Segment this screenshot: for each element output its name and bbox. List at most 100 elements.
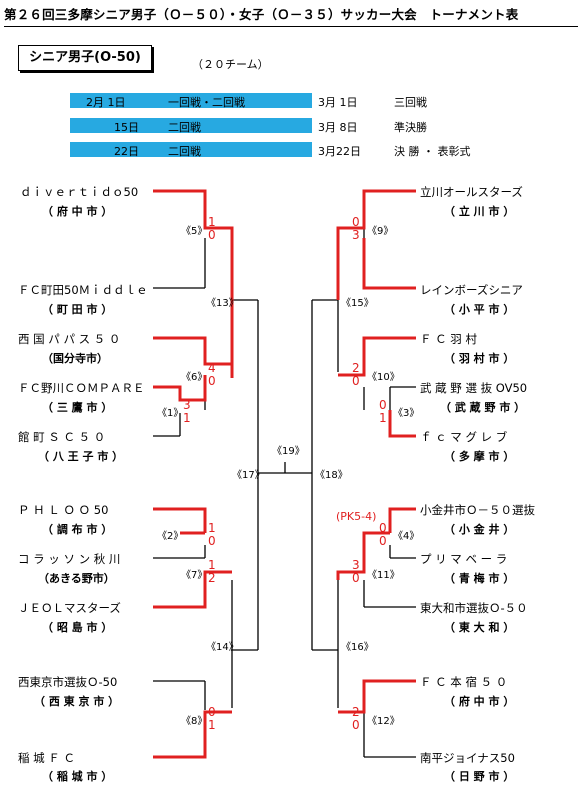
score: 1 <box>208 215 216 229</box>
game-number: 《4》 <box>393 531 420 542</box>
team-city: （ 立 川 市 ） <box>444 205 515 218</box>
game-number: 《17》 <box>232 470 265 481</box>
team-city: （ 町 田 市 ） <box>42 303 113 316</box>
schedule-date: 2月 1日 <box>86 96 126 109</box>
team-name: ＪＥＯＬマスターズ <box>18 601 121 615</box>
game-number: 《5》 <box>181 226 208 237</box>
team-city: （あきる野市） <box>38 572 115 585</box>
score: 0 <box>379 521 387 535</box>
score: 0 <box>379 534 387 548</box>
team-city: （ 稲 城 市 ） <box>42 770 113 783</box>
team-city: （ 昭 島 市 ） <box>42 621 113 634</box>
team-name: 小金井市Ｏ－５０選抜 <box>420 503 535 517</box>
team-city: （ 小 金 井 ） <box>444 523 515 536</box>
score: 0 <box>352 718 360 732</box>
game-number: 《14》 <box>206 642 239 653</box>
team-city: （ 青 梅 市 ） <box>444 572 515 585</box>
team-name: コ ラ ッ ソ ン 秋 川 <box>18 552 121 566</box>
game-number: 《7》 <box>181 570 208 581</box>
score: 1 <box>183 411 191 425</box>
game-number: 《16》 <box>341 642 374 653</box>
score: 1 <box>208 718 216 732</box>
team-name: プ リ マ ベ ー ラ <box>420 552 508 566</box>
team-name: ｆ ｃ マ グ レ ブ <box>420 430 508 444</box>
game-number: 《15》 <box>341 298 374 309</box>
schedule-round: 一回戦・二回戦 <box>168 96 245 109</box>
game-number: 《10》 <box>367 372 400 383</box>
game-number: 《9》 <box>367 226 394 237</box>
game-number: 《19》 <box>272 446 305 457</box>
team-city: （ 西 東 京 市 ） <box>34 695 120 708</box>
game-number: 《2》 <box>157 531 184 542</box>
score: 2 <box>352 361 360 375</box>
team-name: 武 蔵 野 選 抜 OV50 <box>420 381 528 395</box>
team-name: 立川オールスターズ <box>420 185 523 199</box>
score: 0 <box>352 215 360 229</box>
team-name: 西東京市選抜Ｏ-50 <box>18 675 118 689</box>
score: 1 <box>208 558 216 572</box>
schedule-row: 15日 二回戦 <box>70 118 312 134</box>
team-name: 南平ジョイナス50 <box>420 751 515 765</box>
team-city: （ 三 鷹 市 ） <box>42 401 113 414</box>
schedule-date-2: 3月 1日 <box>318 96 358 109</box>
score: 0 <box>208 228 216 242</box>
score: 0 <box>208 534 216 548</box>
team-city: （ 八 王 子 市 ） <box>38 450 124 463</box>
team-count: （２０チーム） <box>192 58 269 71</box>
team-name: ＦＣ野川ＣＯＭＰＡＲＥ <box>18 381 145 395</box>
score: 3 <box>352 228 360 242</box>
page-title: 第２６回三多摩シニア男子（Ｏ－５０）・女子（Ｏ－３５）サッカー大会 トーナメント… <box>4 4 578 27</box>
schedule-row: 22日 二回戦 <box>70 142 312 158</box>
schedule-date: 22日 <box>114 145 139 158</box>
schedule-row: 2月 1日 一回戦・二回戦 <box>70 93 312 109</box>
division-label: シニア男子(O-50) <box>18 45 152 71</box>
score: 0 <box>379 398 387 412</box>
game-number: 《18》 <box>315 470 348 481</box>
schedule-round-2: 三回戦 <box>394 96 427 109</box>
score: 2 <box>208 571 216 585</box>
score: 4 <box>208 361 216 375</box>
team-city: （ 多 摩 市 ） <box>444 450 515 463</box>
team-city: （ 日 野 市 ） <box>444 770 515 783</box>
score: 0 <box>208 374 216 388</box>
game-number: 《12》 <box>367 716 400 727</box>
game-number: 《3》 <box>393 408 420 419</box>
score: 2 <box>352 705 360 719</box>
team-city: （ 羽 村 市 ） <box>444 352 515 365</box>
team-name: Ｐ Ｈ Ｌ Ｏ Ｏ 50 <box>18 503 109 517</box>
team-name: 西 国 パ パ ス ５ ０ <box>18 332 121 346</box>
team-name: 東大和市選抜Ｏ-５０ <box>420 601 528 615</box>
score: 0 <box>352 374 360 388</box>
schedule-date-2: 3月22日 <box>318 145 361 158</box>
team-city: （ 府 中 市 ） <box>444 695 515 708</box>
schedule-round: 二回戦 <box>168 121 201 134</box>
schedule-round-2: 準決勝 <box>394 121 427 134</box>
score: 1 <box>379 411 387 425</box>
team-name: ＦＣ町田50Ｍｉｄｄｌｅ <box>18 283 148 297</box>
game-number: 《1》 <box>157 408 184 419</box>
score: 3 <box>183 398 191 412</box>
pk-note: (PK5-4) <box>336 510 377 523</box>
team-name: 館 町 Ｓ Ｃ ５ ０ <box>18 430 106 444</box>
game-number: 《6》 <box>181 372 208 383</box>
team-name: レインボーズシニア <box>420 283 523 297</box>
schedule-date: 15日 <box>114 121 139 134</box>
team-name: ｄｉｖｅｒｔｉｄｏ50 <box>20 185 139 199</box>
game-number: 《11》 <box>367 570 400 581</box>
team-name: 稲 城 Ｆ Ｃ <box>18 751 75 765</box>
team-city: （ 武 蔵 野 市 ） <box>440 401 526 414</box>
team-city: （ 府 中 市 ） <box>42 205 113 218</box>
schedule-round-2: 決 勝 ・ 表彰式 <box>394 145 471 158</box>
score: 0 <box>208 705 216 719</box>
team-city: （国分寺市） <box>42 352 108 365</box>
team-city: （ 小 平 市 ） <box>444 303 515 316</box>
score: 3 <box>352 558 360 572</box>
score: 1 <box>208 521 216 535</box>
team-name: Ｆ Ｃ 本 宿 ５ ０ <box>420 675 508 689</box>
team-city: （ 調 布 市 ） <box>42 523 113 536</box>
score: 0 <box>352 571 360 585</box>
schedule-date-2: 3月 8日 <box>318 121 358 134</box>
game-number: 《13》 <box>206 298 239 309</box>
schedule-round: 二回戦 <box>168 145 201 158</box>
